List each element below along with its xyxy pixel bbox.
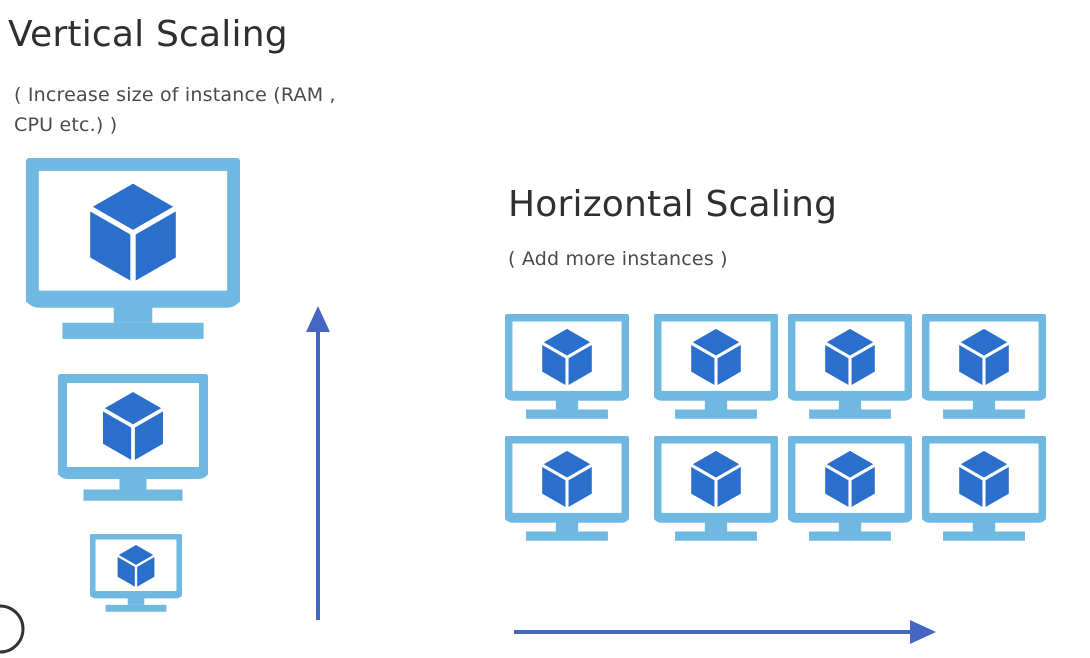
monitor-icon <box>92 536 180 612</box>
vertical-arrow-icon <box>306 306 330 620</box>
vertical-monitor-medium <box>61 377 205 501</box>
vertical-scaling-title: Vertical Scaling <box>8 14 288 55</box>
monitor-icon <box>30 162 235 339</box>
monitor-icon <box>790 438 909 540</box>
vertical-monitor-large <box>30 162 235 339</box>
monitor-icon <box>656 438 775 540</box>
horizontal-scaling-subtitle: ( Add more instances ) <box>508 248 728 270</box>
horizontal-instances <box>507 316 1043 540</box>
horizontal-scaling-title: Horizontal Scaling <box>508 184 838 225</box>
monitor-icon <box>790 316 909 418</box>
monitor-icon <box>61 377 205 501</box>
monitor-icon <box>507 316 626 418</box>
monitor-icon <box>924 438 1043 540</box>
monitor-icon <box>507 438 626 540</box>
edge-circle-fragment <box>0 604 25 654</box>
horizontal-arrow-icon <box>514 620 936 644</box>
vertical-monitor-small <box>92 536 180 612</box>
vertical-scaling-subtitle: ( Increase size of instance (RAM , CPU e… <box>14 84 336 136</box>
monitor-icon <box>656 316 775 418</box>
monitor-icon <box>924 316 1043 418</box>
